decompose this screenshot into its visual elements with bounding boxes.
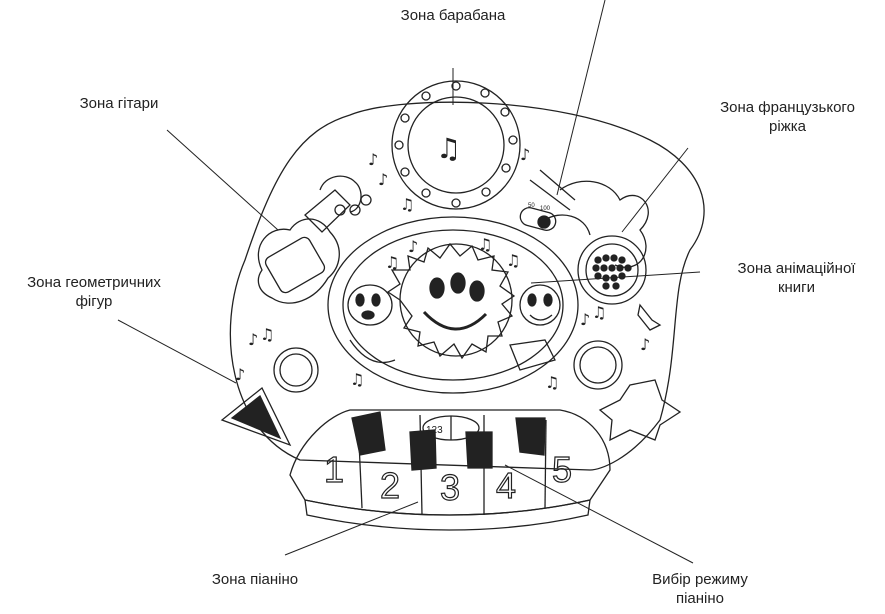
svg-text:♫: ♫: [506, 251, 520, 270]
piano-key-number: 2: [380, 465, 400, 506]
black-key: [410, 430, 436, 470]
shape-button-star: [600, 380, 680, 440]
svg-text:♫: ♫: [385, 253, 399, 272]
svg-text:♪: ♪: [520, 145, 530, 164]
shape-button-circle-right: [574, 341, 622, 389]
volume-mark: 50: [528, 203, 535, 209]
label-book: Зона анімаційної книги: [714, 259, 879, 297]
svg-text:♫: ♫: [592, 303, 606, 322]
label-shapes-line1: Зона геометричних: [4, 273, 184, 292]
svg-text:♪: ♪: [640, 335, 650, 354]
piano-key-number: 5: [552, 449, 572, 490]
svg-text:♪: ♪: [378, 170, 388, 189]
svg-text:♫: ♫: [400, 195, 414, 214]
label-mode: Вибір режиму піаніно: [630, 570, 770, 608]
svg-text:♪: ♪: [368, 150, 378, 169]
svg-text:♪: ♪: [235, 365, 245, 384]
svg-text:♫: ♫: [545, 373, 559, 392]
svg-text:♫: ♫: [260, 325, 274, 344]
guitar-drawing: [258, 176, 371, 303]
black-key: [352, 412, 385, 455]
label-horn: Зона французького ріжка: [700, 98, 875, 136]
sun-face: [400, 244, 512, 356]
svg-text:♫: ♫: [478, 235, 492, 254]
piano-key-number: 1: [324, 449, 344, 490]
label-drum: Зона барабана: [382, 6, 524, 25]
svg-text:♪: ♪: [580, 310, 590, 329]
piano-key-number: 4: [496, 465, 516, 506]
label-shapes-line2: фігур: [4, 292, 184, 311]
svg-text:♫: ♫: [436, 132, 461, 165]
label-horn-line1: Зона французького: [700, 98, 875, 117]
svg-text:♪: ♪: [408, 237, 418, 256]
label-book-line2: книги: [714, 278, 879, 297]
svg-text:♪: ♪: [248, 330, 258, 349]
volume-mark: 100: [540, 206, 551, 212]
leader-lines: [118, 0, 700, 563]
label-mode-line1: Вибір режиму: [630, 570, 770, 589]
volume-switch: [518, 206, 557, 233]
speaker-holes: [593, 255, 631, 289]
svg-text:♫: ♫: [350, 370, 364, 389]
mode-switch-text: 123: [426, 425, 443, 436]
label-mode-line2: піаніно: [630, 589, 770, 608]
label-piano: Зона піаніно: [190, 570, 320, 589]
book-ring-outer: [328, 217, 578, 393]
black-key: [516, 418, 545, 455]
label-book-line1: Зона анімаційної: [714, 259, 879, 278]
label-guitar: Зона гітари: [58, 94, 180, 113]
label-horn-line2: ріжка: [700, 117, 875, 136]
piano-key-number: 3: [440, 467, 460, 508]
label-shapes: Зона геометричних фігур: [4, 273, 184, 311]
